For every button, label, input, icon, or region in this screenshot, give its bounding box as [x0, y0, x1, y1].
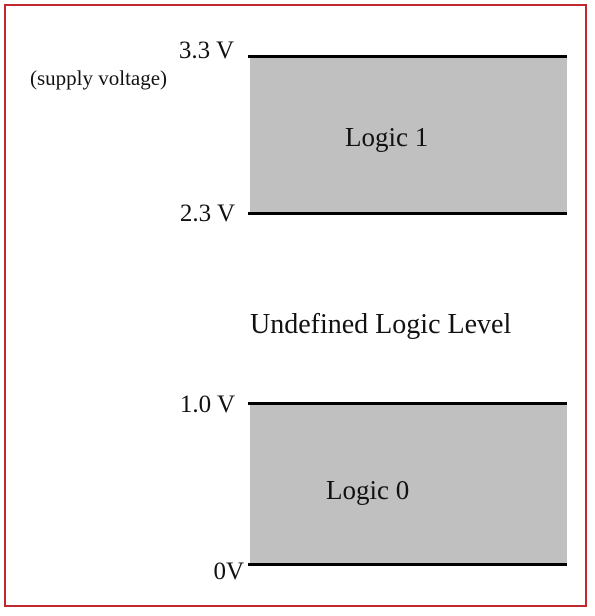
low-threshold-label: 1.0 V [179, 391, 235, 418]
logic-1-region [250, 57, 567, 214]
low-threshold-line [248, 402, 567, 405]
undefined-logic-label: Undefined Logic Level [250, 309, 512, 340]
logic-1-label: Logic 1 [345, 122, 429, 152]
high-threshold-label: 2.3 V [179, 200, 235, 227]
diagram-frame [4, 4, 587, 607]
high-threshold-line [248, 212, 567, 215]
ground-line [248, 563, 567, 566]
logic-0-region [250, 404, 567, 565]
ground-label: 0V [213, 558, 244, 585]
supply-voltage-label: 3.3 V [178, 37, 234, 64]
supply-voltage-line [248, 55, 567, 58]
logic-0-label: Logic 0 [326, 475, 410, 505]
supply-voltage-note: (supply voltage) [30, 66, 168, 90]
